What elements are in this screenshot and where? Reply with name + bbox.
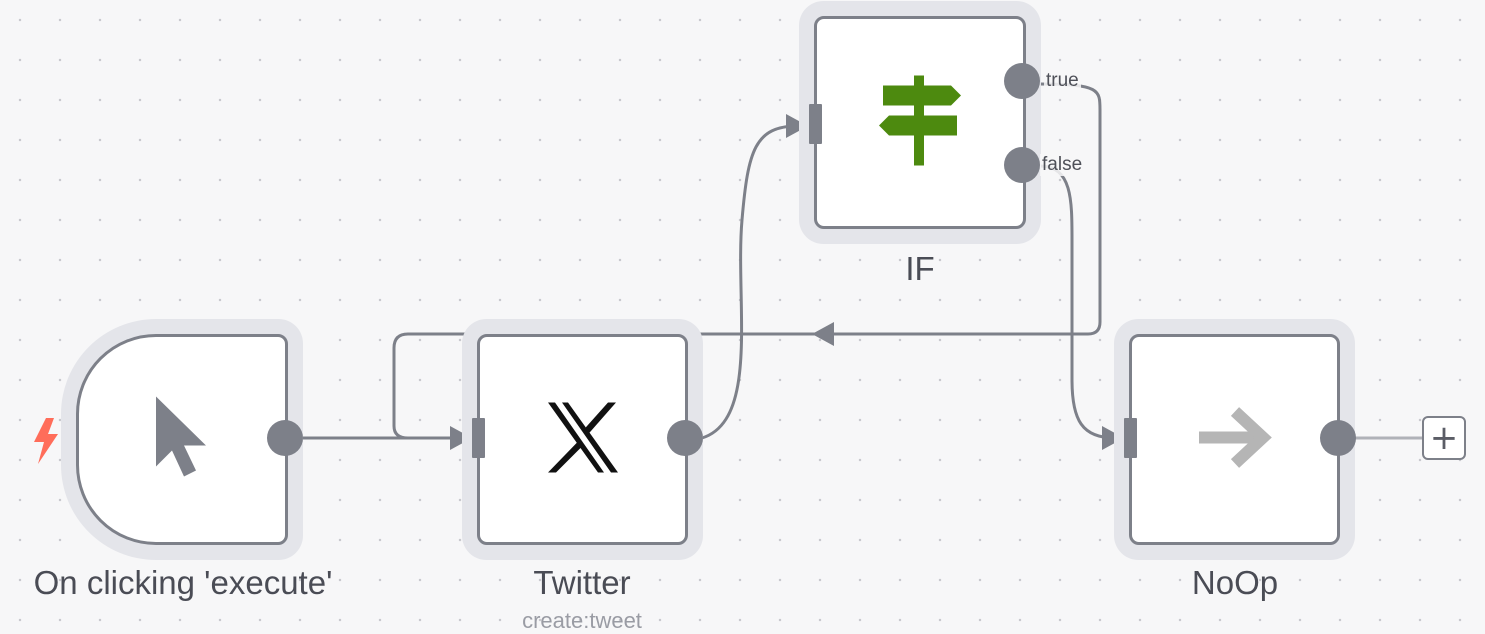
noop-output-port[interactable] [1320, 420, 1356, 456]
noop-node-label: NoOp [1191, 564, 1279, 601]
arrow-right-icon [1195, 405, 1275, 474]
if-node-label: IF [905, 250, 935, 287]
edge-twitter-to-if[interactable] [701, 124, 799, 440]
twitter-output-port[interactable] [667, 420, 703, 456]
if-false-branch-label: false [1040, 154, 1085, 176]
if-input-port[interactable] [809, 104, 822, 144]
signpost-icon [877, 75, 963, 170]
trigger-node[interactable] [76, 334, 288, 545]
cursor-arrow-icon [152, 392, 212, 487]
trigger-bolt-icon [30, 418, 62, 469]
twitter-node-subtitle: create:tweet [522, 608, 642, 633]
if-node[interactable] [814, 16, 1026, 229]
twitter-node-label: Twitter [533, 564, 631, 601]
edge-if-false-to-noop[interactable] [1039, 164, 1116, 440]
noop-input-port[interactable] [1124, 418, 1137, 458]
arrowhead-noop-input [1102, 426, 1124, 450]
trigger-output-port[interactable] [267, 420, 303, 456]
arrowhead-twitter-input [450, 426, 472, 450]
trigger-node-label: On clicking 'execute' [33, 564, 333, 601]
arrowhead-loop-back [812, 322, 834, 346]
x-logo-icon [546, 400, 620, 479]
arrowhead-if-input [786, 114, 808, 138]
twitter-input-port[interactable] [472, 418, 485, 458]
noop-node[interactable] [1129, 334, 1340, 545]
if-true-branch-label: true [1044, 70, 1081, 92]
add-node-button[interactable]: + [1422, 416, 1466, 460]
twitter-node[interactable] [477, 334, 688, 545]
if-true-output-port[interactable] [1004, 63, 1040, 99]
edge-if-true-to-twitter[interactable] [392, 82, 1102, 440]
if-false-output-port[interactable] [1004, 147, 1040, 183]
